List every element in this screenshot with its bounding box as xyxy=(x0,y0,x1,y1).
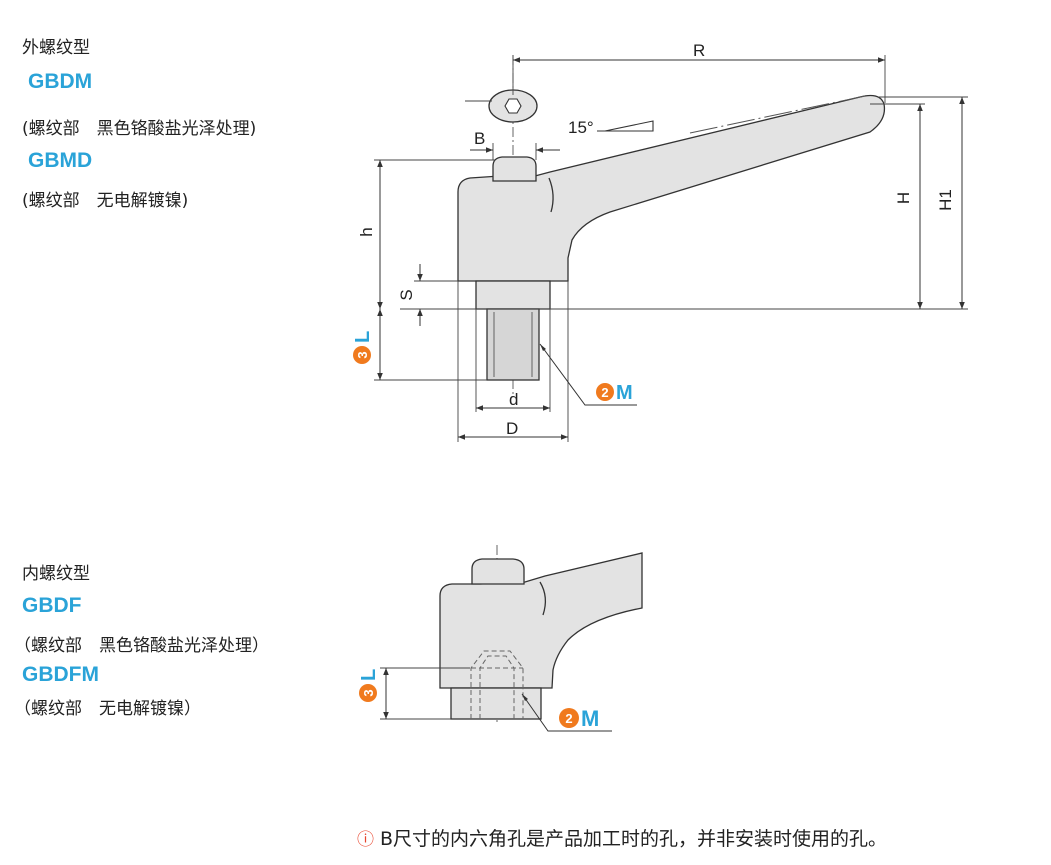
internal-desc-2: （螺纹部 无电解镀镍） xyxy=(14,699,201,719)
leader-M-2 xyxy=(521,693,612,732)
dim-R-label: R xyxy=(693,41,705,60)
external-lever-drawing: R B 15° d D H H1 h S 3 L 2 M xyxy=(352,41,968,442)
handle-hidden-edge xyxy=(689,95,866,134)
external-desc-2: (螺纹部 无电解镀镍) xyxy=(22,191,189,211)
dim-H1-label: H1 xyxy=(936,189,955,211)
badge-3-circle xyxy=(353,346,371,364)
external-code-gbdm: GBDM xyxy=(28,70,93,93)
svg-text:M: M xyxy=(616,382,633,404)
dim-S-label: S xyxy=(397,289,416,300)
note-text: B尺寸的内六角孔是产品加工时的孔，并非安装时使用的孔。 xyxy=(380,828,888,850)
dim-H-label: H xyxy=(894,192,913,204)
body-contour xyxy=(548,177,554,213)
taper-symbol xyxy=(604,120,654,132)
svg-text:M: M xyxy=(581,706,599,731)
dim-d-label: d xyxy=(509,390,518,409)
leader-M xyxy=(539,343,637,406)
external-code-gbmd: GBMD xyxy=(28,149,93,172)
badge-L: 3 L xyxy=(352,331,374,364)
internal-desc-1: （螺纹部 黑色铬酸盐光泽处理） xyxy=(14,636,269,656)
svg-text:3: 3 xyxy=(355,351,370,358)
svg-text:2: 2 xyxy=(565,711,572,726)
badge-M: 2 M xyxy=(596,382,633,404)
internal-code-gbdf: GBDF xyxy=(22,594,82,617)
external-desc-1: (螺纹部 黑色铬酸盐光泽处理) xyxy=(22,119,257,139)
warning-circle-icon: ⓘ xyxy=(357,830,374,850)
dim-D-label: D xyxy=(506,419,518,438)
external-type-label: 外螺纹型 xyxy=(22,38,90,58)
lever-body xyxy=(457,94,886,282)
svg-text:L: L xyxy=(358,669,380,681)
dim-h-label: h xyxy=(357,227,376,236)
internal-type-label: 内螺纹型 xyxy=(22,564,90,584)
badge-M-2: 2 M xyxy=(559,706,599,731)
internal-code-gbdfm: GBDFM xyxy=(22,663,99,686)
badge-L-2: 3 L xyxy=(358,669,380,702)
threaded-stud xyxy=(486,308,540,381)
lever-body-2 xyxy=(439,552,643,689)
flange xyxy=(475,280,551,310)
svg-text:3: 3 xyxy=(361,689,376,696)
note: ⓘ B尺寸的内六角孔是产品加工时的孔，并非安装时使用的孔。 xyxy=(357,824,887,851)
hex-socket-icon xyxy=(504,98,522,114)
internal-lever-drawing: 3 L 2 M xyxy=(358,545,643,732)
lever-boss-2 xyxy=(471,558,525,585)
svg-text:2: 2 xyxy=(601,385,608,400)
flange-2 xyxy=(450,687,542,720)
lever-boss xyxy=(492,156,537,182)
dim-B-label: B xyxy=(474,129,485,148)
svg-text:L: L xyxy=(352,331,374,343)
dim-angle-label: 15° xyxy=(568,118,594,137)
